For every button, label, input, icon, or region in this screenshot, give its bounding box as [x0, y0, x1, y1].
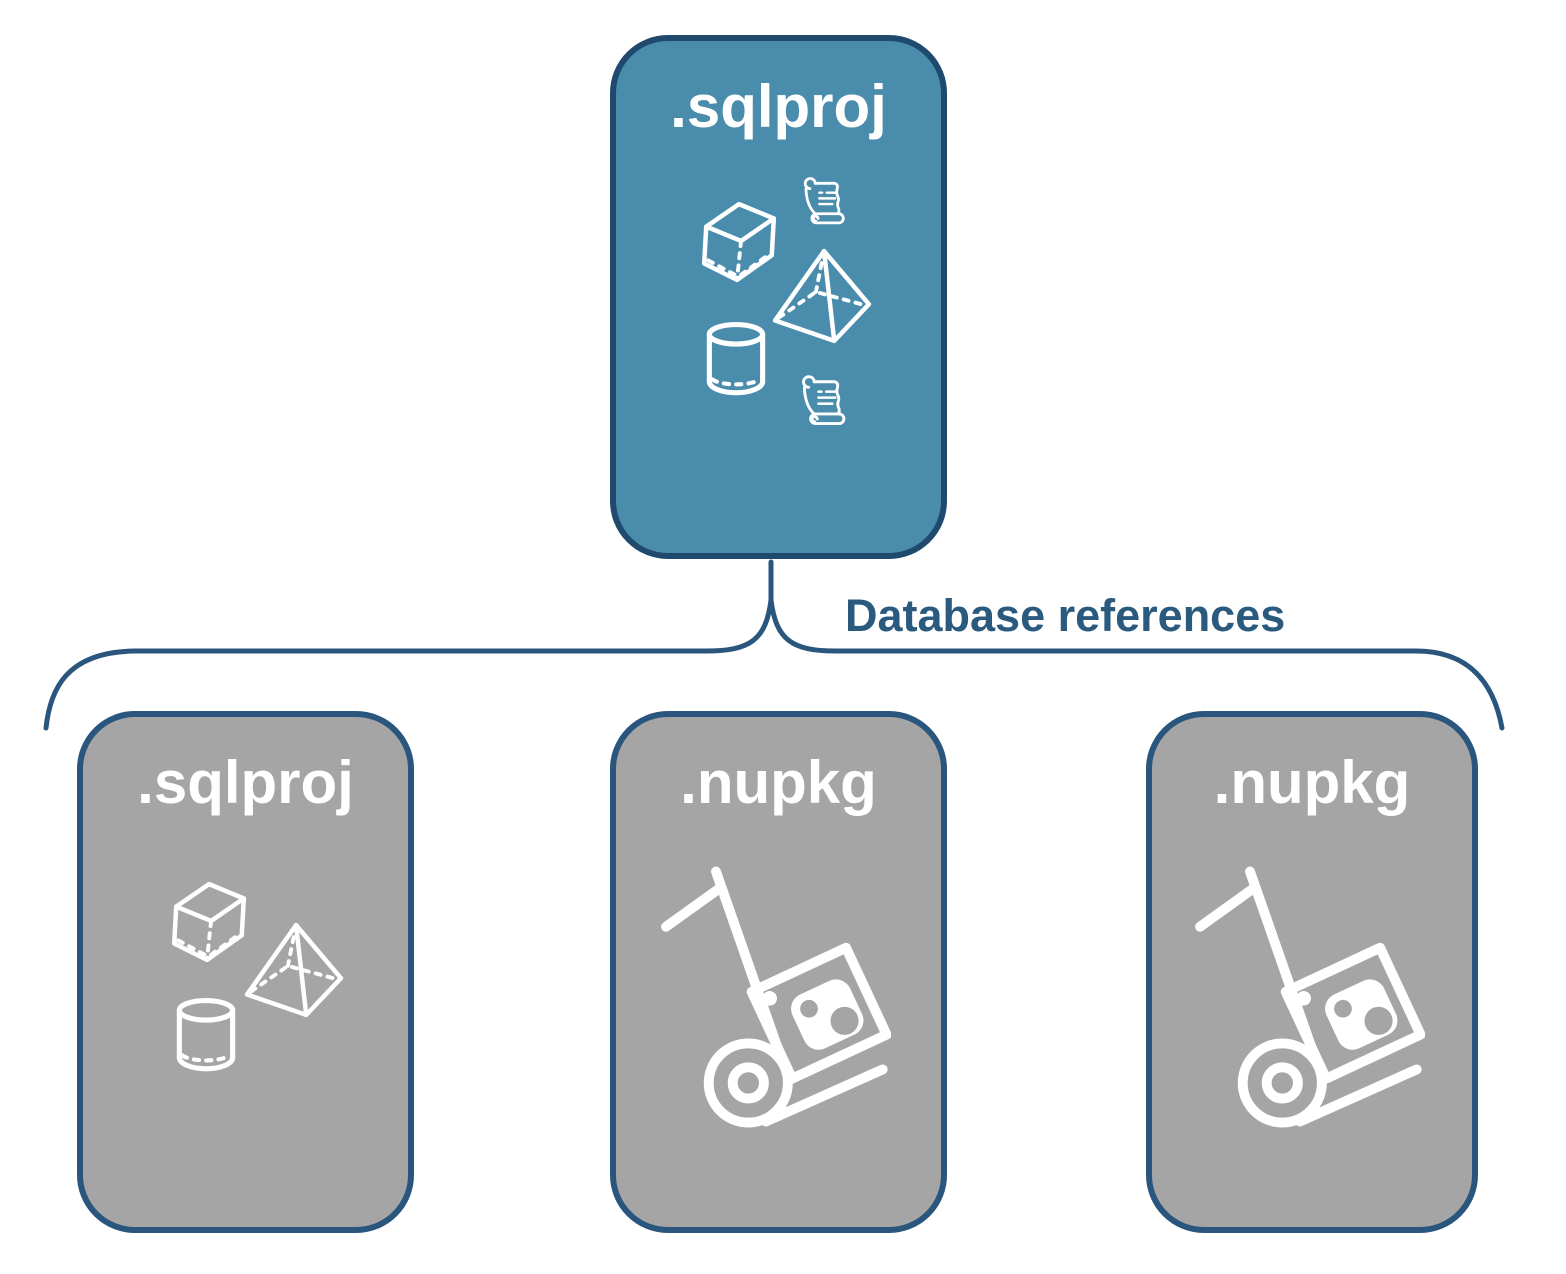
package-dolly-icon	[1175, 863, 1425, 1129]
package-dolly-icon	[641, 863, 891, 1129]
node-nupkg-reference-1: .nupkg	[610, 711, 947, 1233]
cube-icon	[166, 879, 252, 965]
scroll-icon	[803, 177, 845, 225]
node-sqlproj-main: .sqlproj	[610, 35, 947, 559]
node-title: .nupkg	[1213, 749, 1411, 816]
scroll-icon	[802, 375, 846, 426]
node-sqlproj-reference: .sqlproj	[77, 711, 414, 1233]
database-cylinder-icon	[172, 997, 240, 1079]
pyramid-icon	[243, 921, 345, 1019]
node-title: .sqlproj	[137, 749, 354, 816]
database-cylinder-icon	[702, 321, 770, 403]
pyramid-icon	[771, 247, 873, 345]
node-title: .nupkg	[680, 749, 877, 816]
connector-label: Database references	[845, 590, 1286, 641]
cube-icon	[696, 199, 782, 285]
node-title: .sqlproj	[670, 73, 887, 140]
node-nupkg-reference-2: .nupkg	[1146, 711, 1478, 1233]
